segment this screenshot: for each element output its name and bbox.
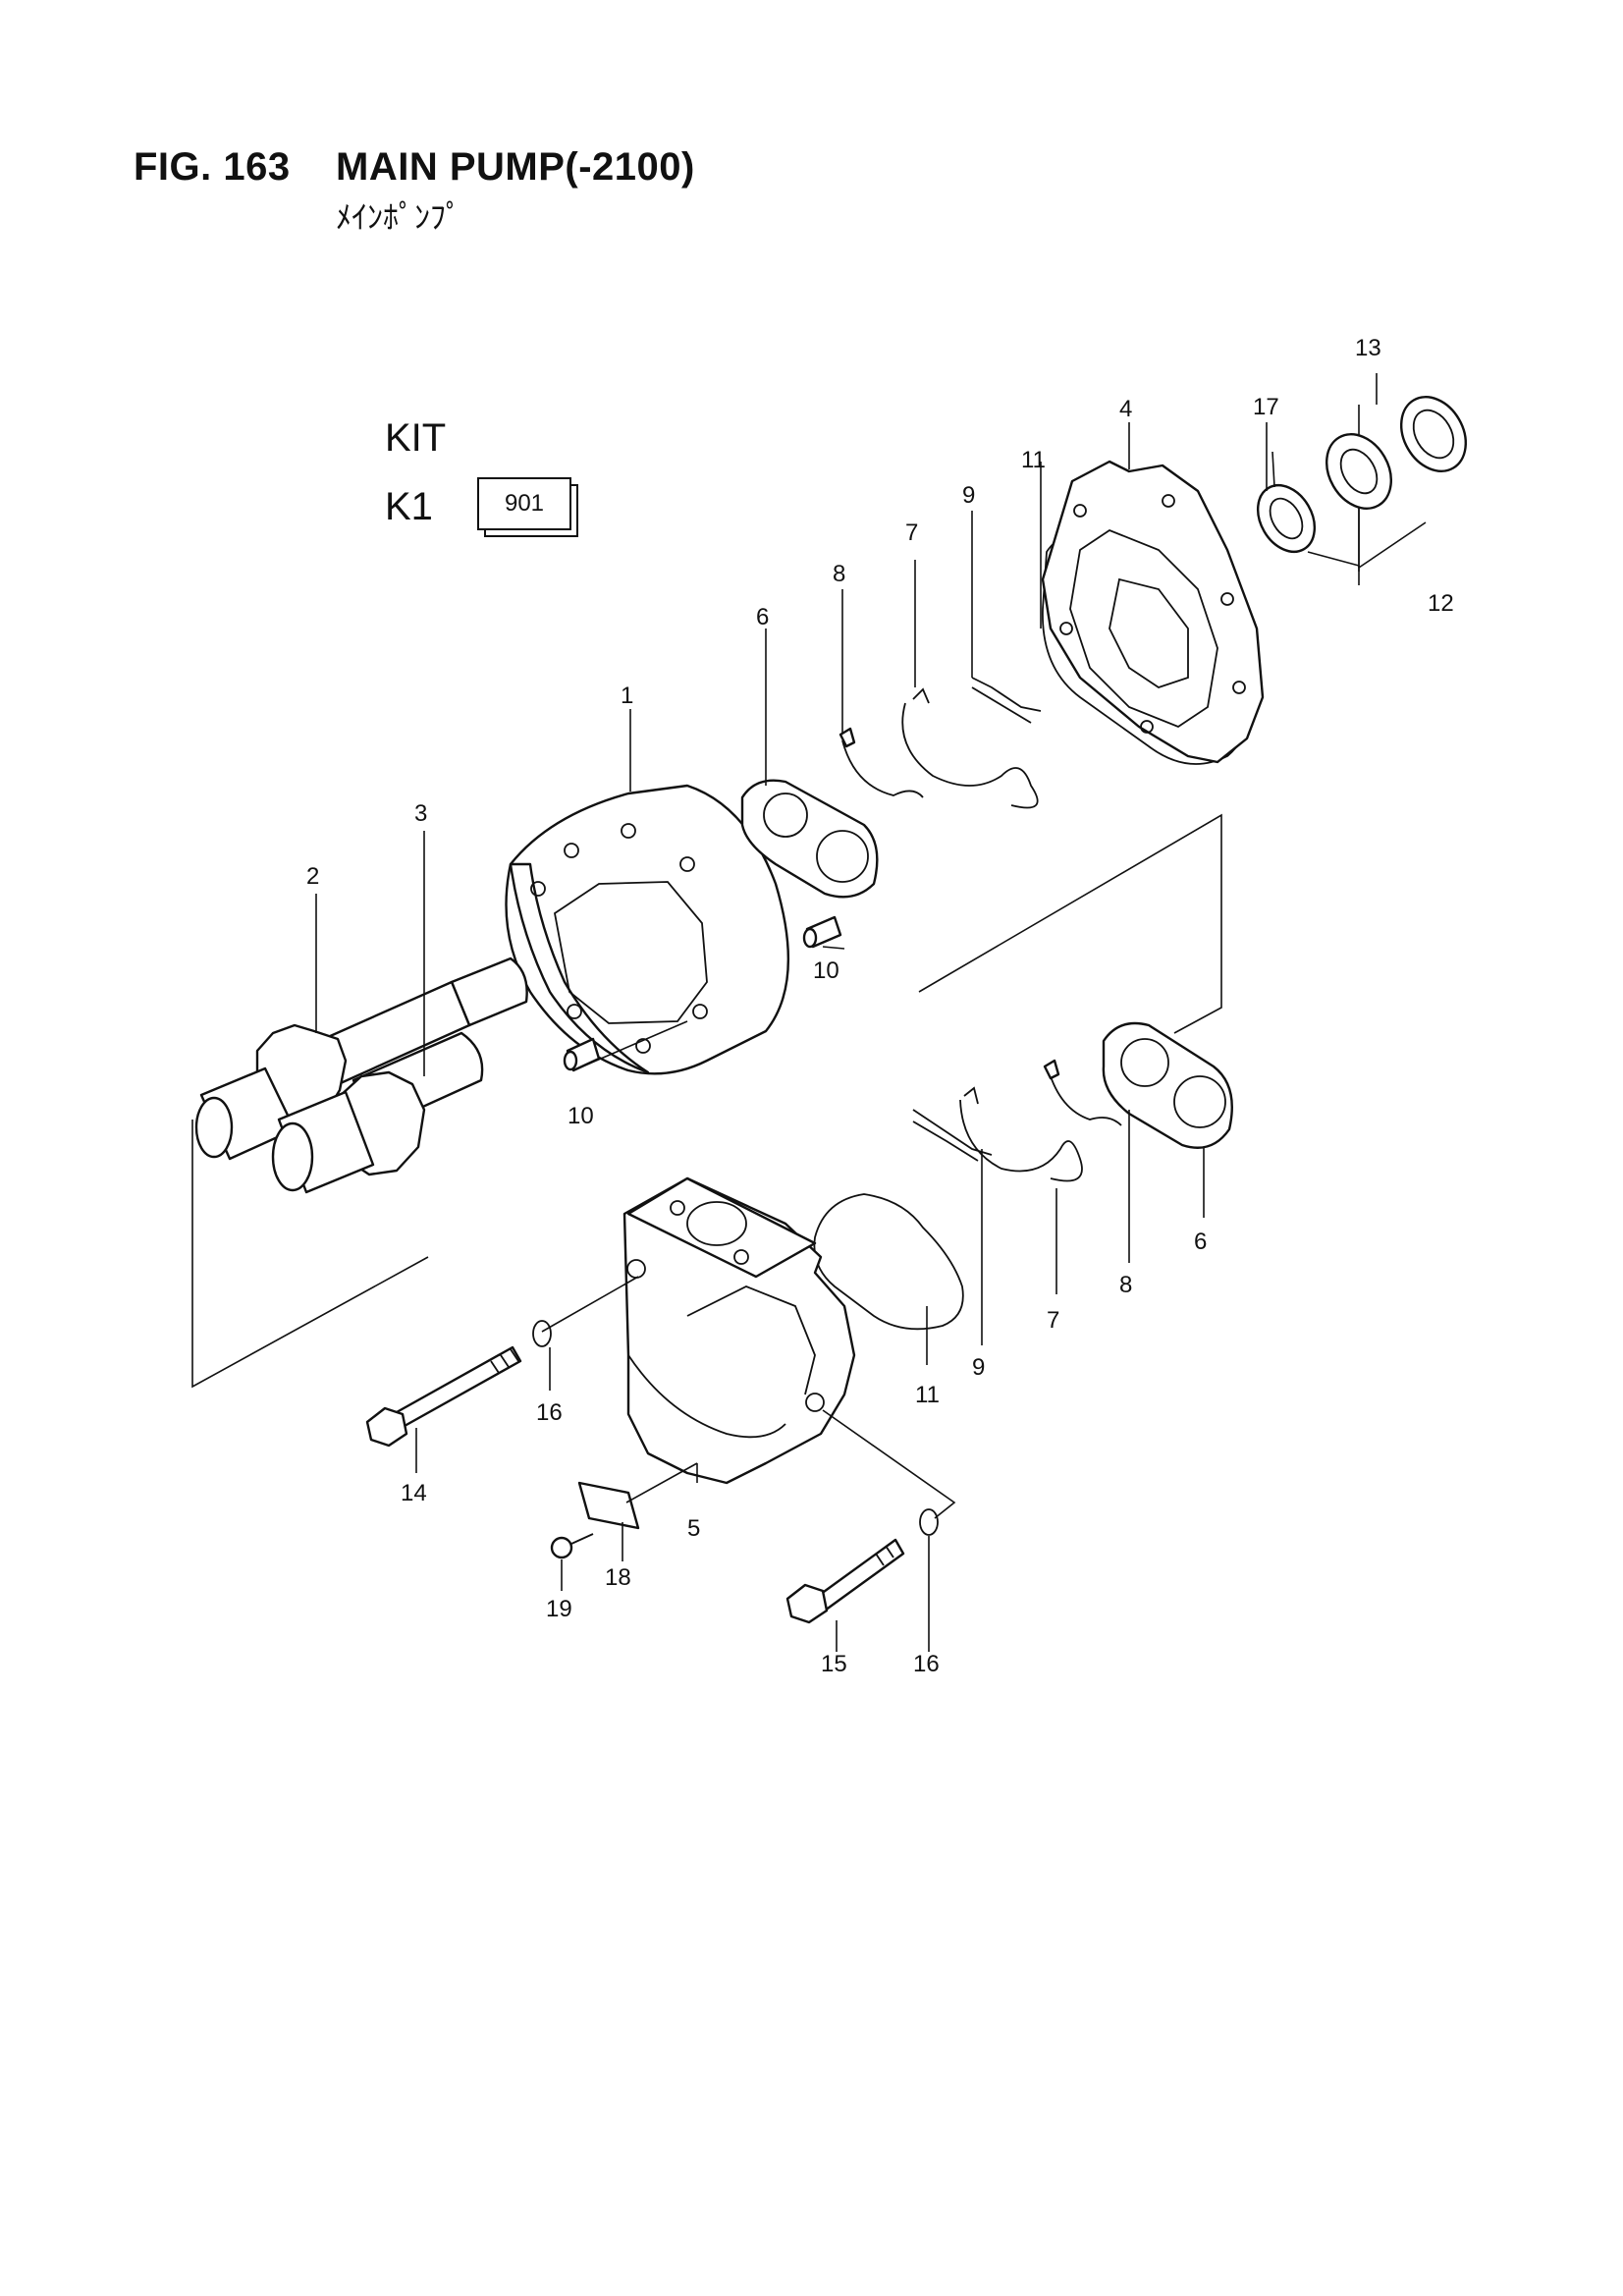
part-6-bushing-plate-upper <box>740 779 879 899</box>
callout-2: 2 <box>306 863 319 890</box>
callout-6-upper: 6 <box>756 604 769 630</box>
part-10-dowel-pin-b <box>563 1037 601 1072</box>
part-5-front-housing <box>622 1176 856 1485</box>
part-6-bushing-plate-lower <box>1102 1021 1233 1149</box>
leader-lines <box>315 373 1378 1652</box>
callout-14: 14 <box>401 1480 427 1506</box>
figure-title: MAIN PUMP(-2100) <box>336 145 695 189</box>
callout-13: 13 <box>1355 335 1381 361</box>
callout-8-upper: 8 <box>833 561 845 587</box>
callout-7-lower: 7 <box>1047 1307 1059 1334</box>
part-1-pump-body <box>505 784 789 1075</box>
callout-7-upper: 7 <box>905 519 918 546</box>
callout-12: 12 <box>1428 590 1454 617</box>
callout-15: 15 <box>821 1651 847 1677</box>
part-3-driven-gear-shaft <box>271 1031 484 1194</box>
part-10-dowel-pin-a <box>802 915 842 949</box>
part-7-backup-ring-lower <box>959 1086 1083 1182</box>
part-18-name-plate <box>577 1481 640 1530</box>
figure-number: FIG. 163 <box>134 145 291 189</box>
part-13-snap-ring <box>1400 396 1467 472</box>
callout-5: 5 <box>687 1515 700 1542</box>
callout-11-lower: 11 <box>915 1382 940 1408</box>
callout-18: 18 <box>605 1564 631 1591</box>
kit-label: KIT <box>385 416 447 460</box>
part-9-seal-upper <box>971 677 1042 724</box>
callout-19: 19 <box>546 1596 572 1622</box>
part-17-washer <box>1256 484 1317 553</box>
callout-17: 17 <box>1253 394 1279 420</box>
part-2-drive-gear-shaft <box>194 957 528 1161</box>
callout-4: 4 <box>1119 396 1132 422</box>
callout-8-lower: 8 <box>1119 1272 1132 1298</box>
callout-9-upper: 9 <box>962 482 975 509</box>
part-11-gasket-lower <box>813 1193 964 1331</box>
part-14-bolt <box>365 1345 522 1448</box>
callout-9-lower: 9 <box>972 1354 985 1381</box>
callout-10-lower: 10 <box>568 1103 594 1129</box>
callout-11-upper: 11 <box>1021 447 1046 473</box>
part-12-oil-seal <box>1325 433 1392 510</box>
callout-3: 3 <box>414 800 427 827</box>
callout-16-left: 16 <box>536 1399 563 1426</box>
callout-6-lower: 6 <box>1194 1229 1207 1255</box>
part-16-washer-a <box>532 1320 552 1347</box>
part-7-backup-ring-upper <box>901 687 1039 809</box>
callout-numbers: 1 2 3 4 5 6 6 7 7 8 8 9 9 10 10 11 11 12… <box>306 335 1454 1677</box>
part-19-screw <box>550 1533 594 1559</box>
kit-code: K1 <box>385 485 433 528</box>
callout-1: 1 <box>621 683 633 709</box>
callout-16-right: 16 <box>913 1651 940 1677</box>
part-8-seal-lower <box>1043 1059 1122 1126</box>
figure-subtitle: ﾒｲﾝﾎﾟﾝﾌﾟ <box>336 198 462 236</box>
part-16-washer-b <box>919 1508 939 1536</box>
part-15-bolt <box>785 1538 905 1624</box>
kit-number-box: 901 <box>477 477 571 530</box>
part-4-rear-cover <box>1041 460 1265 764</box>
callout-10-upper: 10 <box>813 957 839 984</box>
part-8-seal-upper <box>839 727 924 798</box>
